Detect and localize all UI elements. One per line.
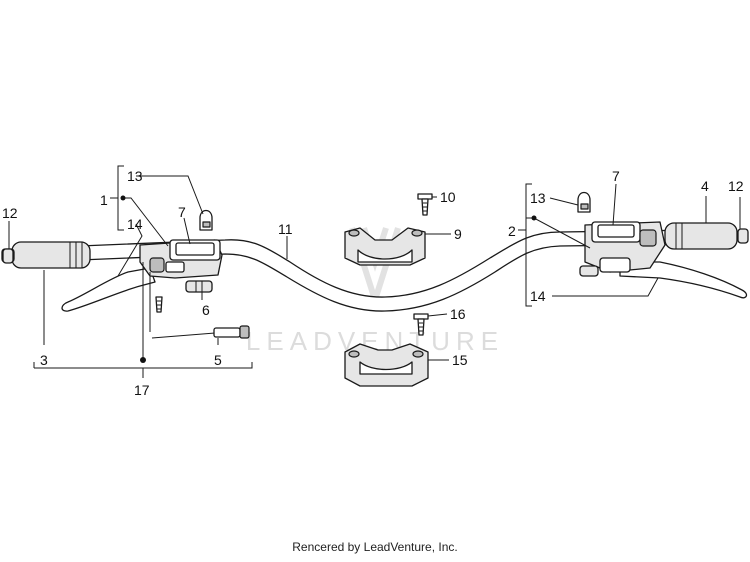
left-master-cylinder [139, 239, 223, 279]
right-master-cylinder [584, 221, 666, 273]
callout-15: 15 [452, 352, 468, 368]
right-grip [664, 222, 749, 250]
leader-dot [140, 357, 146, 363]
callout-4: 4 [701, 178, 709, 194]
right-brake-lever [619, 261, 748, 299]
callout-12-right: 12 [728, 178, 744, 194]
bolt-10 [417, 193, 433, 216]
left-bar-end [2, 248, 14, 264]
callout-11: 11 [278, 221, 293, 237]
footer-credit: Rencered by LeadVenture, Inc. [292, 540, 458, 554]
callout-13-left: 13 [127, 168, 143, 184]
leader-dot [531, 215, 537, 221]
callout-13-right: 13 [530, 190, 546, 206]
left-screw [155, 296, 163, 313]
callout-3: 3 [40, 352, 48, 368]
callout-14-right: 14 [530, 288, 546, 304]
bolt-16 [413, 313, 429, 336]
callout-16: 16 [450, 306, 466, 322]
callout-12-left: 12 [2, 205, 18, 221]
leader-lines [8, 165, 741, 378]
callout-7-left: 7 [178, 204, 186, 220]
left-clamp-13 [199, 209, 213, 231]
callout-6: 6 [202, 302, 210, 318]
callout-5: 5 [214, 352, 222, 368]
upper-clamp [344, 227, 426, 266]
right-clamp-13 [577, 191, 591, 213]
callout-9: 9 [454, 226, 462, 242]
callout-1: 1 [100, 192, 108, 208]
left-brake-lever [61, 267, 156, 312]
right-brake-switch [579, 265, 599, 277]
callout-2: 2 [508, 223, 516, 239]
cable-5 [151, 325, 250, 339]
left-grip [1, 241, 91, 269]
lower-clamp [344, 343, 429, 387]
callout-7-right: 7 [612, 168, 620, 184]
leader-dot [120, 195, 126, 201]
callouts: 13 1 14 7 12 11 6 3 5 17 10 9 16 15 2 13… [2, 168, 744, 398]
callout-14-left: 14 [127, 216, 143, 232]
callout-17: 17 [134, 382, 150, 398]
callout-10: 10 [440, 189, 456, 205]
left-brake-switch [185, 280, 213, 293]
